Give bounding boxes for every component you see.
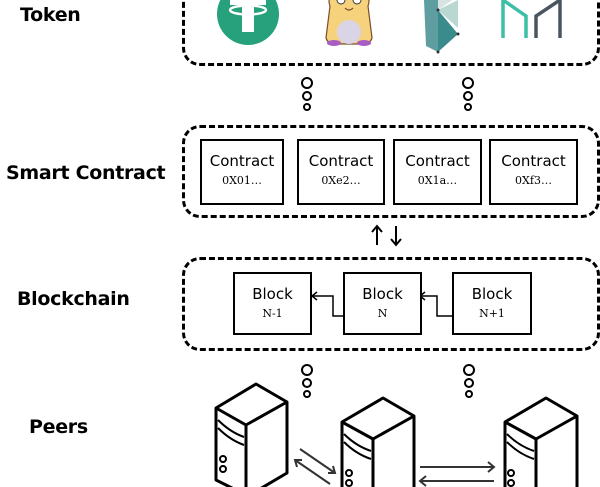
kyber-network-icon [424, 0, 460, 54]
contract-address: 0Xe2… [321, 174, 361, 187]
server-icon-peer-3 [503, 396, 579, 487]
block-title: Block [252, 285, 293, 303]
contract-title: Contract [501, 152, 566, 170]
block-index: N [377, 307, 388, 320]
ellipsis-dots-left-top [301, 77, 313, 111]
layer-label-blockchain: Blockchain [17, 288, 130, 310]
contract-title: Contract [209, 152, 275, 170]
layer-label-token: Token [20, 4, 81, 26]
maker-icon [501, 0, 562, 38]
block-link-n-to-n-minus-1 [310, 291, 344, 317]
contract-node[interactable]: Contract 0X01… [200, 139, 284, 205]
contract-node[interactable]: Contract 0Xe2… [297, 139, 385, 205]
block-index: N-1 [262, 307, 283, 320]
contract-address: 0X01… [222, 174, 262, 187]
block-node[interactable]: Block N-1 [233, 272, 312, 335]
block-node[interactable]: Block N [343, 272, 422, 335]
block-title: Block [362, 285, 403, 303]
ellipsis-dots-right-top [462, 77, 474, 111]
smart-contract-layer-box [182, 125, 600, 218]
contract-address: 0Xf3… [515, 174, 552, 187]
block-node[interactable]: Block N+1 [452, 272, 532, 335]
contract-address: 0X1a… [417, 174, 458, 187]
ellipsis-dots-right-bottom [463, 364, 475, 398]
blockchain-layer-box [182, 257, 600, 351]
block-index: N+1 [479, 307, 505, 320]
down-arrow-icon [390, 226, 402, 247]
token-layer-box [182, 0, 600, 66]
ellipsis-dots-left-bottom [301, 364, 313, 398]
p2p-arrow-peer3-to-peer2 [418, 475, 494, 487]
cryptokitty-icon [325, 0, 373, 46]
contract-node[interactable]: Contract 0X1a… [393, 139, 482, 205]
contract-node[interactable]: Contract 0Xf3… [489, 139, 578, 205]
layer-label-smart-contract: Smart Contract [6, 162, 166, 184]
tether-icon [217, 0, 279, 45]
contract-title: Contract [308, 152, 374, 170]
layer-label-peers: Peers [29, 416, 88, 438]
server-icon-peer-2 [340, 396, 416, 487]
server-icon-peer-1 [214, 382, 289, 487]
contract-title: Contract [405, 152, 470, 170]
p2p-arrow-peer2-to-peer1 [293, 459, 331, 485]
p2p-arrow-peer1-to-peer2 [299, 448, 337, 474]
p2p-arrow-peer2-to-peer3 [420, 461, 496, 473]
block-title: Block [471, 285, 513, 303]
up-arrow-icon [371, 224, 383, 245]
